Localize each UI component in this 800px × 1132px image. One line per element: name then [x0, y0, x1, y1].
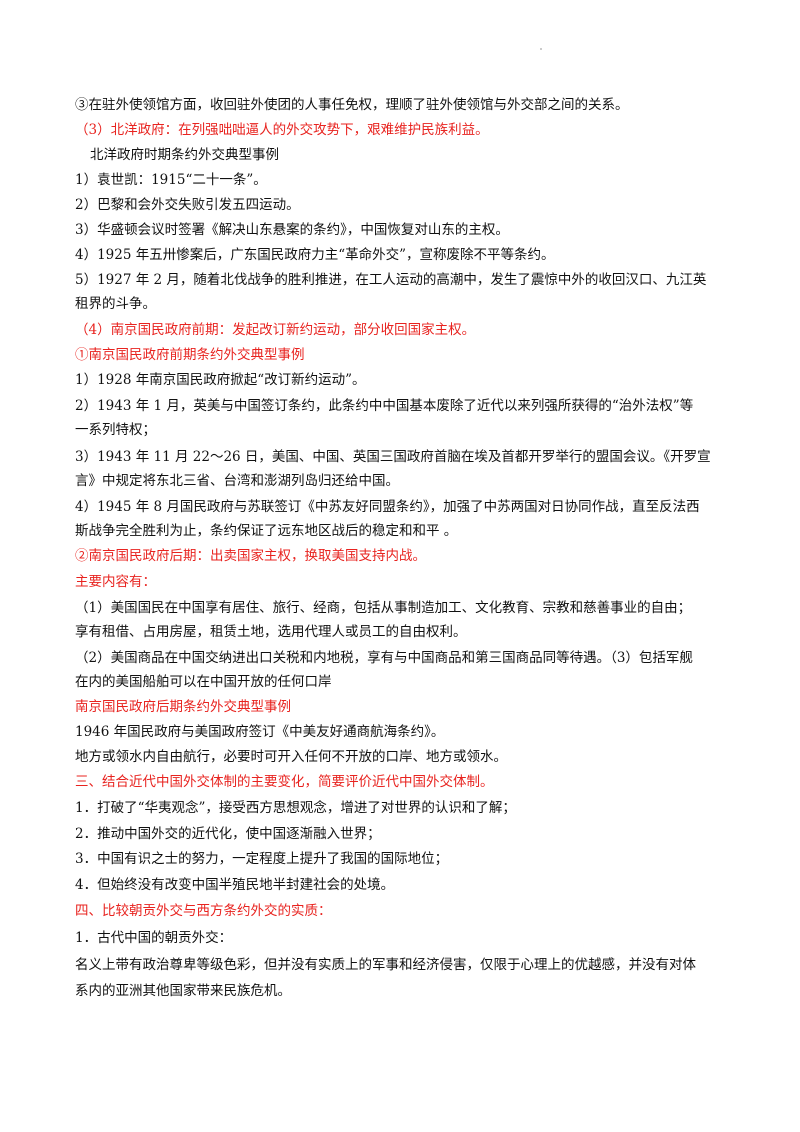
heading-section-three: 三、结合近代中国外交体制的主要变化，简要评价近代中国外交体制。 [75, 774, 494, 790]
subheading-beiyang-examples: 北洋政府时期条约外交典型事例 [90, 147, 279, 163]
paragraph-1946-treaty: 1946 年国民政府与美国政府签订《中美友好通商航海条约》。 [75, 724, 445, 740]
content-item-1: （1）美国国民在中国享有居住、旅行、经商，包括从事制造加工、文化教育、宗教和慈善… [75, 600, 692, 616]
list-item-beiyang-5: 5）1927 年 2 月，随着北伐战争的胜利推进，在工人运动的高潮中，发生了震惊… [75, 272, 707, 288]
list-item-nanjing-1: 1）1928 年南京国民政府掀起“改订新约运动”。 [75, 372, 366, 388]
subheading-main-contents: 主要内容有： [75, 574, 156, 590]
evaluation-item-1: 1．打破了“华夷观念”，接受西方思想观念，增进了对世界的认识和了解； [75, 800, 516, 816]
page-mark [540, 48, 542, 50]
list-item-beiyang-1: 1）袁世凯：1915“二十一条”。 [75, 172, 267, 188]
paragraph-tribute-diplomacy-cont: 系内的亚洲其他国家带来民族危机。 [75, 983, 291, 999]
list-item-nanjing-2: 2）1943 年 1 月，英美与中国签订条约，此条约中中国基本废除了近代以来列强… [75, 398, 694, 414]
paragraph-navigation: 地方或领水内自由航行，必要时可开入任何不开放的口岸、地方或领水。 [75, 749, 507, 765]
content-item-1-cont: 享有租借、占用房屋，租赁土地，选用代理人或员工的自由权利。 [75, 624, 467, 640]
heading-nanjing-late: ②南京国民政府后期：出卖国家主权，换取美国支持内战。 [75, 548, 426, 564]
evaluation-item-3: 3．中国有识之士的努力，一定程度上提升了我国的国际地位； [75, 851, 449, 867]
heading-beiyang-government: （3）北洋政府：在列强咄咄逼人的外交攻势下，艰难维护民族利益。 [75, 122, 489, 138]
list-item-beiyang-4: 4）1925 年五卅惨案后，广东国民政府力主“革命外交”，宣称废除不平等条约。 [75, 247, 555, 263]
content-item-2-cont: 在内的美国船舶可以在中国开放的任何口岸 [75, 674, 332, 690]
heading-section-four: 四、比较朝贡外交与西方条约外交的实质： [75, 903, 332, 919]
evaluation-item-4: 4．但始终没有改变中国半殖民地半封建社会的处境。 [75, 877, 395, 893]
content-item-2: （2）美国商品在中国交纳进出口关税和内地税，享有与中国商品和第三国商品同等待遇。… [75, 650, 693, 666]
paragraph-tribute-diplomacy: 名义上带有政治尊卑等级色彩，但并没有实质上的军事和经济侵害，仅限于心理上的优越感… [75, 957, 696, 973]
list-item-beiyang-2: 2）巴黎和会外交失败引发五四运动。 [75, 197, 300, 213]
evaluation-item-2: 2．推动中国外交的近代化，使中国逐渐融入世界； [75, 826, 381, 842]
list-item-beiyang-5-cont: 租界的斗争。 [75, 296, 156, 312]
comparison-item-1: 1．古代中国的朝贡外交： [75, 930, 233, 946]
list-item-nanjing-3: 3）1943 年 11 月 22～26 日，美国、中国、英国三国政府首脑在埃及首… [75, 449, 711, 465]
list-item-nanjing-4-cont: 斯战争完全胜利为止，条约保证了远东地区战后的稳定和和平 。 [75, 523, 458, 539]
heading-nanjing-early: （4）南京国民政府前期：发起改订新约运动，部分收回国家主权。 [75, 322, 476, 338]
list-item-nanjing-3-cont: 言》中规定将东北三省、台湾和澎湖列岛归还给中国。 [75, 473, 399, 489]
subheading-nanjing-late-examples: 南京国民政府后期条约外交典型事例 [75, 699, 291, 715]
list-item-nanjing-2-cont: 一系列特权； [75, 422, 156, 438]
paragraph-embassy-reform: ③在驻外使领馆方面，收回驻外使团的人事任免权，理顺了驻外使领馆与外交部之间的关系… [75, 97, 629, 113]
list-item-beiyang-3: 3）华盛顿会议时签署《解决山东悬案的条约》，中国恢复对山东的主权。 [75, 222, 509, 238]
list-item-nanjing-4: 4）1945 年 8 月国民政府与苏联签订《中苏友好同盟条约》，加强了中苏两国对… [75, 499, 700, 515]
subheading-nanjing-early-examples: ①南京国民政府前期条约外交典型事例 [75, 347, 305, 363]
